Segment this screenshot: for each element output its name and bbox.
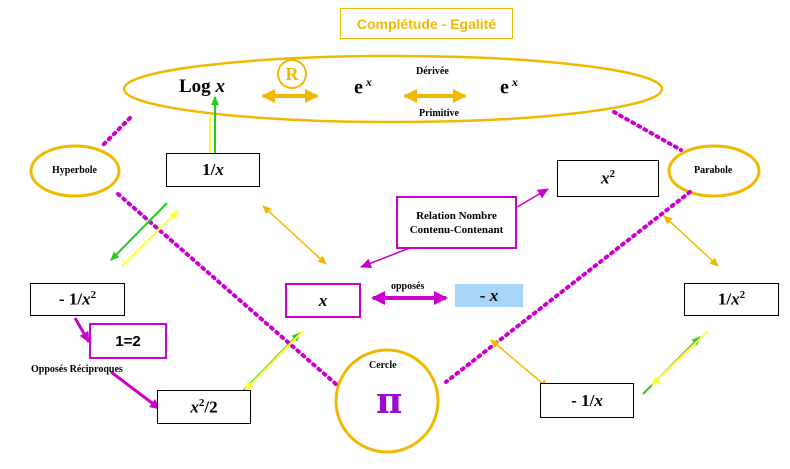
yellow-arrow xyxy=(244,330,304,391)
opposes-reciproques-label: Opposés Réciproques xyxy=(31,364,123,375)
exp-x-right: e x xyxy=(500,75,518,99)
parabole-ellipse xyxy=(667,144,761,198)
top-ellipse xyxy=(122,54,664,124)
green-arrow xyxy=(110,202,168,261)
opposes-reciproques-arrow xyxy=(73,317,91,343)
hyperbole-label: Hyperbole xyxy=(52,165,97,176)
primitive-label: Primitive xyxy=(419,108,459,119)
minus-one-over-x-squared-box: - 1/x2 xyxy=(30,283,125,316)
minus-x-box: - x xyxy=(455,284,523,307)
exp-x-left: e x xyxy=(354,75,372,99)
x-squared-over-two-box: x2/2 xyxy=(157,390,251,424)
relation-line1: Relation Nombre xyxy=(416,209,497,222)
opposes-reciproques-arrow xyxy=(110,370,161,411)
log-x-label: Log x xyxy=(179,76,225,97)
dotted-line xyxy=(100,116,132,148)
cercle-label: Cercle xyxy=(369,360,397,371)
hyperbole-ellipse xyxy=(29,144,121,198)
dotted-line xyxy=(444,190,692,384)
r-symbol: R xyxy=(277,59,307,89)
one-over-x-box: 1/x xyxy=(166,153,260,187)
gold-arrow xyxy=(663,215,719,267)
title-text: Complétude - Egalité xyxy=(356,15,497,32)
cercle-circle xyxy=(334,348,440,454)
relation-box: Relation Nombre Contenu-Contenant xyxy=(396,196,517,249)
pi-symbol: π xyxy=(376,380,403,422)
minus-one-over-x-box: - 1/x xyxy=(540,383,634,418)
yellow-arrow xyxy=(121,210,179,267)
parabole-label: Parabole xyxy=(694,165,733,176)
gold-arrow xyxy=(262,205,327,265)
relation-line2: Contenu-Contenant xyxy=(409,223,504,236)
dotted-line xyxy=(116,192,339,387)
derivee-label: Dérivée xyxy=(416,66,449,77)
x-box: x xyxy=(285,283,361,318)
one-equals-two-box: 1=2 xyxy=(89,323,167,359)
title-box: Complétude - Egalité xyxy=(340,8,513,39)
yellow-arrow xyxy=(651,330,709,386)
opposes-label: opposés xyxy=(391,281,425,292)
one-over-x-squared-box: 1/x2 xyxy=(684,283,779,316)
dotted-line xyxy=(612,110,683,152)
x-squared-box: x2 xyxy=(557,160,659,197)
relation-arrow-up xyxy=(516,188,549,208)
gold-arrow xyxy=(490,339,549,389)
